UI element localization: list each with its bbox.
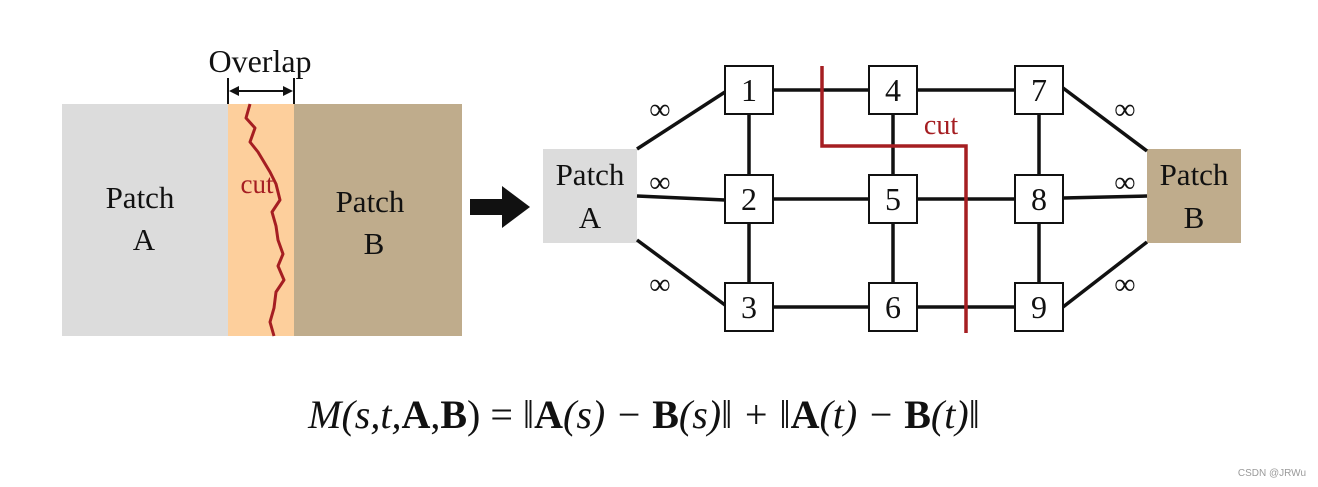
formula-b-bold-2: B xyxy=(652,392,679,437)
patch-b-label-line1: Patch xyxy=(336,184,405,219)
formula-a-bold: A xyxy=(401,392,430,437)
node-label-3: 3 xyxy=(741,289,757,325)
infinity-label-a-1: ∞ xyxy=(649,93,670,126)
infinity-label-b-3: ∞ xyxy=(1114,268,1135,301)
node-box-5 xyxy=(868,174,918,224)
formula-t-arg: (t) − xyxy=(819,392,904,437)
transform-arrow-icon xyxy=(470,186,530,228)
graph-patch-a-node xyxy=(543,149,637,243)
node-label-1: 1 xyxy=(741,72,757,108)
patch-b-region xyxy=(294,104,462,336)
node-box-7 xyxy=(1014,65,1064,115)
node-label-4: 4 xyxy=(885,72,901,108)
graph-patch-b-node xyxy=(1147,149,1241,243)
cut-label-left: cut xyxy=(241,169,274,199)
formula-a-bold-2: A xyxy=(534,392,563,437)
edge-8-b xyxy=(1062,194,1148,200)
node-box-8 xyxy=(1014,174,1064,224)
infinity-label-b-1: ∞ xyxy=(1114,93,1135,126)
edge-a-3 xyxy=(635,238,727,307)
node-label-7: 7 xyxy=(1031,72,1047,108)
formula-comma: , xyxy=(430,392,440,437)
seam-cut-line xyxy=(244,103,286,337)
formula-b-bold-3: B xyxy=(904,392,931,437)
graph-patch-b-label-line1: Patch xyxy=(1160,157,1229,192)
formula-mid: (s)‖ + ‖ xyxy=(679,392,791,437)
node-box-3 xyxy=(724,282,774,332)
patch-b-label-line2: B xyxy=(364,226,385,261)
patch-a-label-line2: A xyxy=(133,222,156,257)
formula-m: M xyxy=(307,392,344,437)
formula-s-arg: (s) − xyxy=(563,392,652,437)
graph-patch-a-label-line1: Patch xyxy=(556,157,625,192)
patch-a-label-line1: Patch xyxy=(106,180,175,215)
graph-panel: ∞ ∞ ∞ ∞ ∞ ∞ Patch A Patch B cut 1 2 3 4 xyxy=(543,65,1241,333)
graph-patch-a-label-line2: A xyxy=(579,200,602,235)
graph-cut-line xyxy=(820,66,968,333)
edge-7-b xyxy=(1061,86,1149,153)
node-box-1 xyxy=(724,65,774,115)
overlap-panel: cut Overlap Patch A Patch B xyxy=(62,43,462,337)
node-label-6: 6 xyxy=(885,289,901,325)
node-box-6 xyxy=(868,282,918,332)
node-label-2: 2 xyxy=(741,181,757,217)
node-box-2 xyxy=(724,174,774,224)
patch-a-region xyxy=(62,104,228,336)
formula-a-bold-3: A xyxy=(791,392,820,437)
edge-a-1 xyxy=(636,90,726,151)
edge-9-b xyxy=(1061,240,1149,309)
node-label-9: 9 xyxy=(1031,289,1047,325)
overlap-region xyxy=(228,104,294,336)
infinity-label-a-3: ∞ xyxy=(649,268,670,301)
graph-patch-b-label-line2: B xyxy=(1184,200,1205,235)
graph-cut-label: cut xyxy=(924,110,958,141)
formula-b-bold: B xyxy=(440,392,467,437)
node-box-9 xyxy=(1014,282,1064,332)
formula-rhs-start: ) = ‖ xyxy=(467,392,534,437)
overlap-label: Overlap xyxy=(208,43,311,79)
matching-cost-formula: M(s,t,A,B) = ‖A(s) − B(s)‖ + ‖A(t) − B(t… xyxy=(307,392,980,437)
infinity-label-b-2: ∞ xyxy=(1114,166,1135,199)
graph-nodes xyxy=(724,65,1064,332)
watermark-text: CSDN @JRWu xyxy=(1237,468,1306,479)
node-label-8: 8 xyxy=(1031,181,1047,217)
edge-a-2 xyxy=(636,194,726,202)
infinity-label-a-2: ∞ xyxy=(649,166,670,199)
node-label-5: 5 xyxy=(885,181,901,217)
formula-args: (s,t, xyxy=(341,392,401,437)
formula-end: (t)‖ xyxy=(931,392,980,437)
overlap-dimension-arrow xyxy=(227,78,295,104)
node-box-4 xyxy=(868,65,918,115)
